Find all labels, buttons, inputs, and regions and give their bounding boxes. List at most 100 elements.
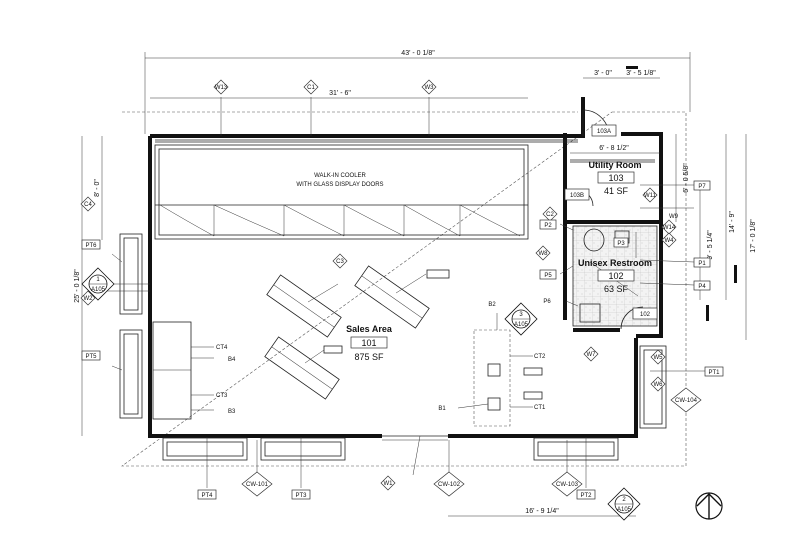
tag-w14: W14	[661, 219, 677, 235]
cooler-label-line1: WALK-IN COOLER	[314, 173, 366, 179]
dim-right-d: 17' - 0 1/8"	[750, 219, 757, 253]
dim-utility-width: 6' - 8 1/2"	[599, 145, 629, 152]
cooler-label-line2: WITH GLASS DISPLAY DOORS	[296, 182, 383, 188]
svg-text:103B: 103B	[570, 193, 584, 199]
tag-leaders	[96, 97, 705, 488]
tag-p7: P7	[693, 180, 711, 191]
svg-text:W6: W6	[654, 382, 664, 388]
tag-b1: B1	[438, 406, 446, 412]
tag-w1: W1	[380, 475, 396, 491]
tag-w6: W6	[650, 376, 666, 392]
tag-p5: P5	[539, 269, 557, 280]
svg-text:W11: W11	[644, 193, 657, 199]
tag-cw103: CW-103	[551, 471, 583, 497]
dim-overall-width: 43' - 0 1/8"	[401, 50, 435, 57]
tag-w8: W8	[535, 245, 551, 261]
interior-partitions	[155, 139, 655, 163]
tag-p4: P4	[693, 280, 711, 291]
tag-c3: C3	[332, 253, 348, 269]
tag-b4: B4	[228, 357, 236, 363]
tag-d103a: 103A	[591, 124, 617, 137]
svg-text:3: 3	[519, 312, 523, 318]
canopy-outline	[121, 111, 687, 467]
svg-text:1: 1	[96, 277, 100, 283]
tag-p6: P6	[543, 299, 551, 305]
tag-pt6: PT6	[81, 239, 101, 250]
tag-p1: P1	[693, 257, 711, 268]
tag-w7: W7	[583, 346, 599, 362]
tag-c4: C4	[80, 196, 96, 212]
svg-text:W1: W1	[384, 481, 394, 487]
dim-left-upper: 8' - 0"	[94, 179, 101, 197]
svg-text:W4: W4	[665, 238, 675, 244]
svg-text:CW-104: CW-104	[675, 398, 698, 404]
tag-c1: C1	[303, 79, 319, 95]
tag-pt1: PT1	[704, 366, 724, 377]
svg-text:P7: P7	[698, 184, 706, 190]
svg-text:PT4: PT4	[201, 493, 213, 499]
svg-text:C2: C2	[546, 212, 554, 218]
elevation-marker-2: 2 A105	[607, 487, 641, 521]
tag-w4: W4	[661, 232, 677, 248]
tag-ct3: CT3	[216, 393, 228, 399]
svg-text:CW-101: CW-101	[246, 482, 269, 488]
tag-pt2: PT2	[576, 489, 596, 500]
tag-p2: P2	[539, 219, 557, 230]
svg-text:C3: C3	[336, 259, 344, 265]
tag-w3: W3	[421, 79, 437, 95]
tag-c2: C2	[542, 206, 558, 222]
dim-door-left: 3' - 0"	[594, 70, 612, 77]
tag-w11: W11	[642, 187, 658, 203]
tag-w2: W2	[80, 290, 96, 306]
north-arrow-icon	[695, 492, 723, 520]
svg-text:P5: P5	[544, 273, 552, 279]
svg-text:W14: W14	[663, 225, 676, 231]
tag-cw102: CW-102	[433, 471, 465, 497]
tag-b2: B2	[488, 302, 496, 308]
restroom-name: Unisex Restroom	[578, 258, 652, 268]
utility-room-number: 103	[608, 173, 623, 183]
sales-area-number: 101	[361, 338, 376, 348]
svg-text:PT3: PT3	[295, 493, 307, 499]
dim-bottom-right: 16' - 9 1/4"	[525, 508, 559, 515]
dim-right-c: 14' - 9"	[729, 211, 736, 233]
svg-text:C4: C4	[84, 202, 92, 208]
svg-text:PT1: PT1	[708, 370, 720, 376]
utility-room-area: 41 SF	[604, 186, 629, 196]
utility-room-name: Utility Room	[589, 160, 642, 170]
restroom-area: 63 SF	[604, 284, 629, 294]
svg-text:W5: W5	[654, 355, 664, 361]
tag-pt5: PT5	[81, 350, 101, 361]
dimension-lines: 43' - 0 1/8" 31' - 6" 3' - 0" 3' - 5 1/8…	[74, 50, 757, 517]
tag-w5: W5	[650, 349, 666, 365]
tag-w13: W13	[213, 79, 229, 95]
tag-cw104: CW-104	[670, 387, 702, 413]
svg-text:2: 2	[622, 497, 626, 503]
svg-text:P4: P4	[698, 284, 706, 290]
svg-text:A105: A105	[617, 507, 632, 513]
svg-text:P2: P2	[544, 223, 552, 229]
svg-text:103A: 103A	[597, 129, 611, 135]
tag-pt3: PT3	[291, 489, 311, 500]
svg-text:P1: P1	[698, 261, 706, 267]
dim-right-a: 6' - 0 5/8"	[683, 163, 690, 193]
tag-b3: B3	[228, 409, 236, 415]
dim-right-b: 9' - 5 1/4"	[707, 230, 714, 260]
elevation-marker-3: 3 A105	[504, 302, 538, 336]
dim-left-total: 25' - 0 1/8"	[74, 269, 81, 303]
tag-w9: W9	[669, 214, 679, 220]
restroom-number: 102	[608, 271, 623, 281]
tag-pt4: PT4	[197, 489, 217, 500]
svg-text:W2: W2	[84, 296, 94, 302]
svg-text:A105: A105	[91, 287, 106, 293]
tag-ct1: CT1	[534, 405, 546, 411]
counters	[152, 321, 543, 427]
tag-ct2: CT2	[534, 354, 546, 360]
tag-ct4: CT4	[216, 345, 228, 351]
dim-cooler-width: 31' - 6"	[329, 90, 351, 97]
svg-text:P3: P3	[617, 241, 625, 247]
elevation-marker-1: 1 A105	[81, 267, 115, 301]
svg-text:W13: W13	[215, 85, 228, 91]
tag-d102: 102	[632, 307, 658, 320]
